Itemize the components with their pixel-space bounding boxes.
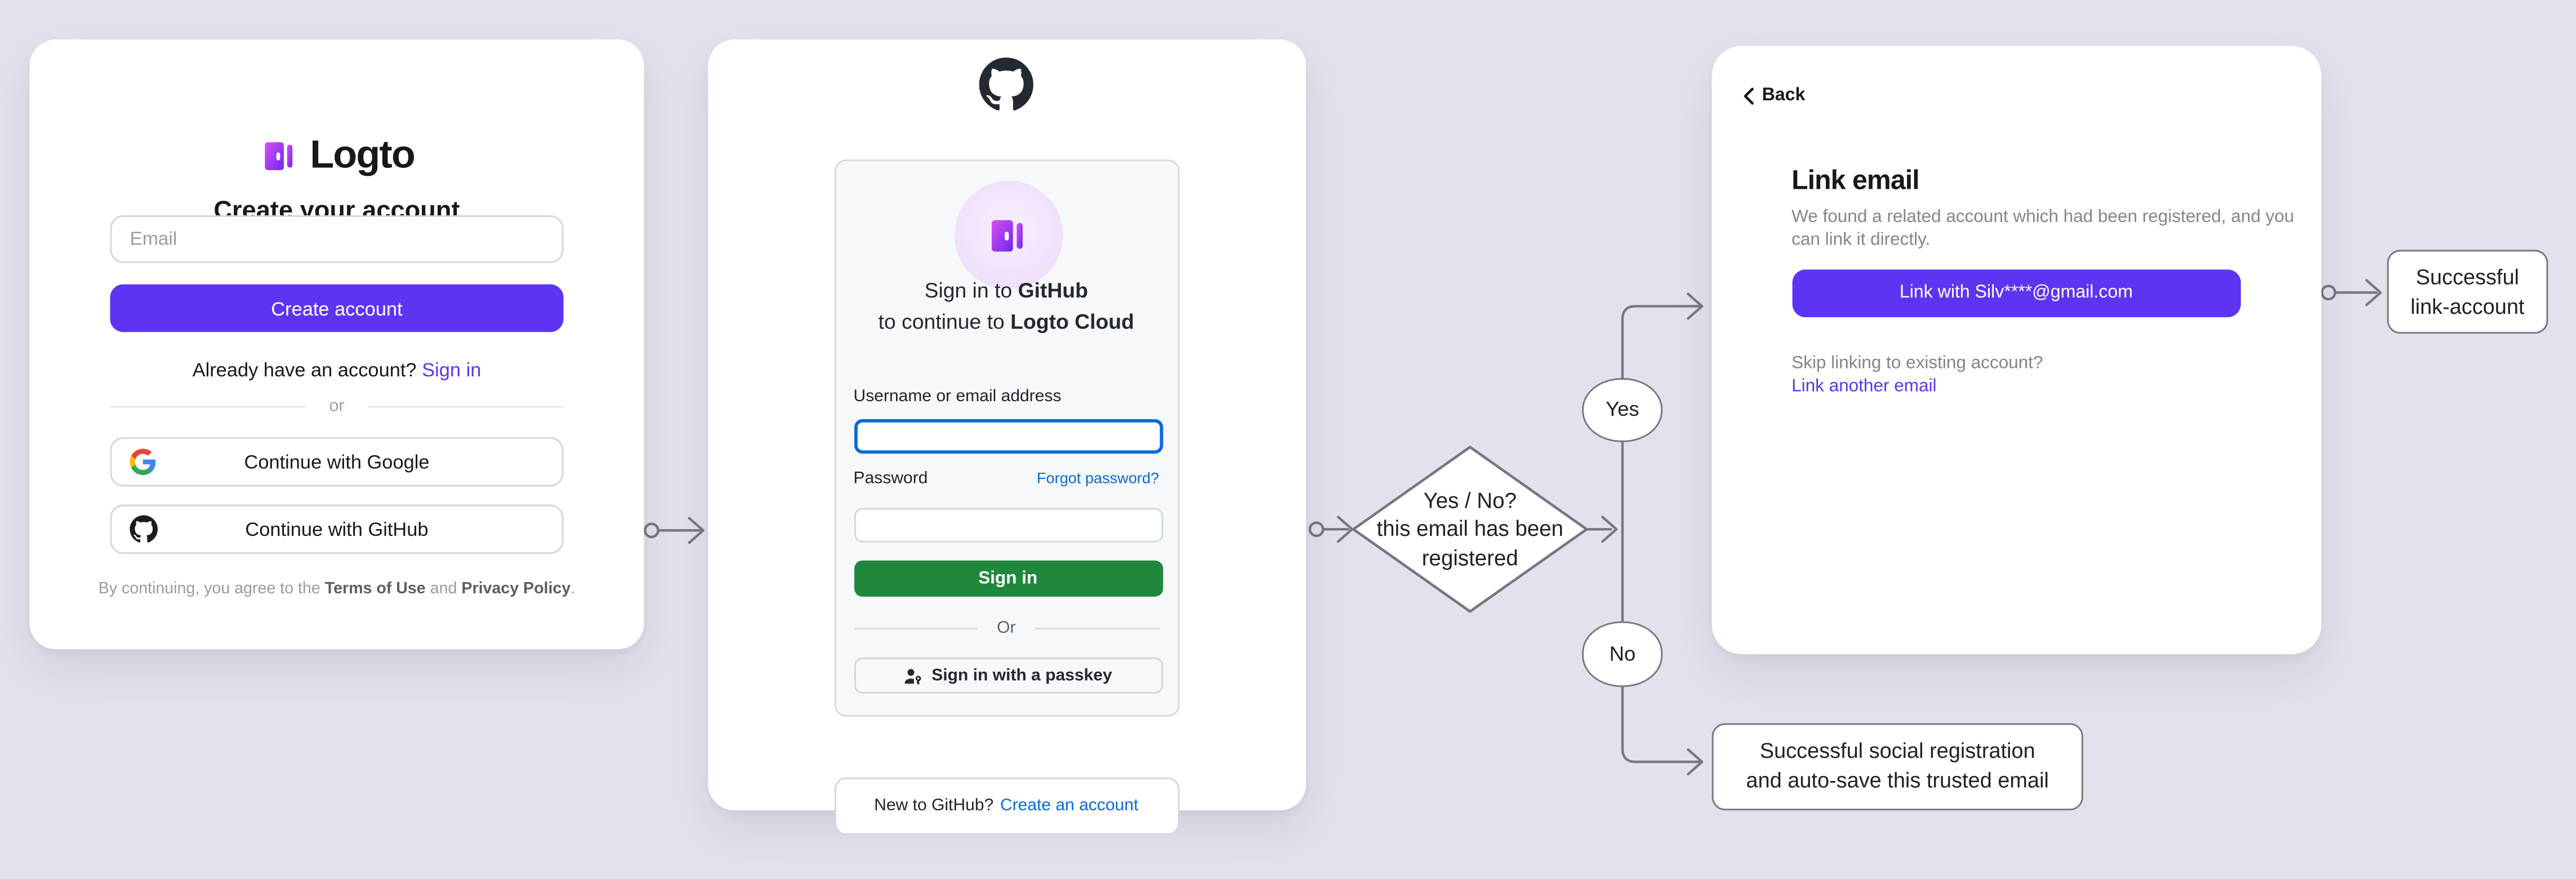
password-input[interactable]	[853, 508, 1162, 543]
passkey-button[interactable]: Sign in with a passkey	[853, 657, 1162, 694]
username-input[interactable]	[853, 419, 1162, 454]
divider-line	[367, 405, 564, 407]
back-label: Back	[1762, 85, 1806, 105]
forgot-password-link[interactable]: Forgot password?	[1036, 470, 1160, 487]
terms-text: By continuing, you agree to the Terms of…	[30, 580, 644, 598]
continue-google-button[interactable]: Continue with Google	[110, 437, 564, 487]
logto-app-avatar	[953, 180, 1062, 290]
heading-line2-normal: to continue to	[878, 308, 1005, 333]
passkey-icon	[904, 668, 921, 684]
skip-linking-text: Skip linking to existing account?	[1791, 353, 2043, 374]
terms-and: and	[430, 580, 457, 598]
continue-github-label: Continue with GitHub	[245, 517, 429, 541]
create-account-link[interactable]: Create an account	[1000, 797, 1139, 815]
connector-decision-to-branches	[1586, 292, 1704, 776]
have-account-row: Already have an account? Sign in	[30, 358, 644, 381]
logto-logo: Logto	[30, 133, 644, 179]
google-icon	[130, 449, 156, 476]
password-label: Password	[853, 470, 928, 489]
link-email-title: Link email	[1791, 166, 1920, 196]
username-label: Username or email address	[853, 388, 1062, 406]
terms-of-use-link[interactable]: Terms of Use	[324, 580, 426, 598]
github-create-account-box: New to GitHub? Create an account	[834, 777, 1179, 835]
or-divider-label: or	[329, 396, 345, 416]
create-account-button[interactable]: Create account	[110, 284, 564, 332]
logto-logo-icon	[264, 142, 292, 170]
or-divider: or	[110, 396, 564, 416]
heading-line2-bold: Logto Cloud	[1010, 308, 1134, 333]
back-button[interactable]: Back	[1742, 85, 1806, 105]
outcome-line: Successful	[2415, 264, 2520, 290]
heading-line1-normal: Sign in to	[924, 277, 1013, 303]
logto-brand-text: Logto	[310, 133, 415, 178]
passkey-button-label: Sign in with a passkey	[932, 666, 1112, 685]
decision-diamond: Yes / No? this email has been registered	[1352, 446, 1588, 614]
no-branch-node: No	[1583, 621, 1663, 687]
outcome-line: and auto-save this trusted email	[1746, 767, 2049, 793]
outcome-social-registration: Successful social registration and auto-…	[1712, 722, 2083, 810]
divider-line	[110, 405, 306, 407]
new-to-github-text: New to GitHub?	[874, 797, 994, 815]
heading-line1-bold: GitHub	[1018, 277, 1088, 303]
continue-google-label: Continue with Google	[244, 450, 430, 474]
privacy-policy-link[interactable]: Privacy Policy	[461, 580, 571, 598]
outcome-line: Successful social registration	[1759, 739, 2035, 763]
decision-line: registered	[1421, 545, 1518, 570]
github-signin-button[interactable]: Sign in	[853, 560, 1162, 597]
continue-github-button[interactable]: Continue with GitHub	[110, 504, 564, 554]
logto-signup-card: Logto Create your account Create account…	[29, 39, 644, 650]
link-email-button[interactable]: Link with Silv****@gmail.com	[1791, 268, 2241, 318]
connector-linkcard-to-success	[2320, 279, 2382, 307]
github-signin-card: Sign in to GitHub to continue to Logto C…	[707, 39, 1305, 835]
divider-line	[853, 628, 978, 630]
sign-in-link[interactable]: Sign in	[422, 358, 482, 381]
github-or-divider: Or	[853, 619, 1160, 638]
connector-github-to-decision	[1308, 516, 1353, 543]
github-signin-heading: Sign in to GitHub to continue to Logto C…	[835, 276, 1177, 337]
link-email-card: Back Link email We found a related accou…	[1712, 46, 2321, 655]
decision-line: Yes / No?	[1423, 488, 1517, 513]
github-or-label: Or	[997, 619, 1016, 638]
github-signin-panel: Sign in to GitHub to continue to Logto C…	[834, 159, 1179, 717]
decision-text: Yes / No? this email has been registered	[1376, 487, 1563, 572]
back-chevron-icon	[1743, 87, 1753, 104]
divider-line	[1035, 628, 1160, 630]
github-logo-icon	[707, 57, 1305, 112]
connector-logto-to-github	[644, 517, 705, 544]
decision-line: this email has been	[1376, 516, 1563, 541]
email-input[interactable]	[110, 215, 564, 263]
logto-app-icon	[991, 219, 1023, 251]
link-email-description: We found a related account which had bee…	[1791, 206, 2294, 250]
github-icon	[130, 515, 158, 544]
yes-branch-node: Yes	[1583, 378, 1663, 442]
link-another-email-link[interactable]: Link another email	[1791, 375, 1937, 396]
outcome-link-account: Successful link-account	[2386, 250, 2548, 334]
terms-prefix: By continuing, you agree to the	[98, 580, 320, 598]
terms-period: .	[571, 580, 576, 598]
outcome-line: link-account	[2410, 293, 2525, 318]
have-account-text: Already have an account?	[192, 358, 417, 381]
